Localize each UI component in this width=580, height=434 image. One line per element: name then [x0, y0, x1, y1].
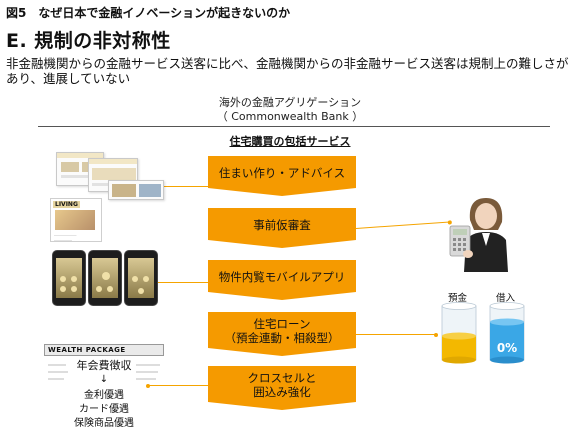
step-label: 住まい作り・アドバイス [218, 166, 346, 180]
connector-package [146, 383, 208, 388]
wealth-package-header: WEALTH PACKAGE [44, 344, 164, 356]
chevron-shape [208, 312, 356, 356]
chevron-shape [208, 260, 356, 300]
chevron-shape [208, 208, 356, 248]
figure-title: 図5 なぜ日本で金融イノベーションが起きないのか [6, 6, 291, 20]
benefit-item: 保険商品優遇 [74, 418, 134, 429]
loan-value: 0% [497, 341, 517, 355]
mobile-app-screenshots [52, 250, 164, 306]
phone-image [88, 250, 122, 306]
step-mortgage: 住宅ローン （預金連動・相殺型） [208, 312, 356, 356]
living-label: LIVING [53, 201, 80, 208]
banker-with-calculator-image [448, 190, 520, 272]
chevron-shape [208, 366, 356, 410]
step-label: クロスセルと 囲込み強化 [247, 371, 317, 399]
section-title: E. 規制の非対称性 [6, 30, 171, 52]
divider [38, 126, 550, 127]
step-label: 物件内覧モバイルアプリ [218, 270, 346, 284]
annual-fee: 年会費徴収 [76, 359, 132, 372]
loan-label: 借入 [496, 293, 516, 304]
deposit-label: 預金 [448, 293, 468, 304]
caption: 海外の金融アグリゲーション （ Commonwealth Bank ） [180, 96, 400, 124]
step-label: 事前仮審査 [253, 218, 311, 232]
deposit-cylinder [441, 302, 477, 364]
living-magazine-thumbnail: LIVING ＿＿＿＿＿＿＿＿＿ [50, 198, 102, 242]
step-pre-screening: 事前仮審査 [208, 208, 356, 248]
wealth-package-lines [44, 358, 164, 388]
wealth-package: WEALTH PACKAGE 年会費徴収 ↓ 金利優遇 カード優遇 保険商品優遇 [44, 344, 164, 430]
caption-line-1: 海外の金融アグリゲーション [218, 96, 362, 109]
step-mobile-app: 物件内覧モバイルアプリ [208, 260, 356, 300]
phone-image [124, 250, 158, 306]
connector-mortgage [356, 332, 438, 337]
loan-cylinder [489, 302, 525, 364]
services-title: 住宅購買の包括サービス [229, 135, 351, 148]
deposit-loan-gauge: 0% [434, 300, 534, 366]
step-cross-sell: クロスセルと 囲込み強化 [208, 366, 356, 410]
down-arrow: ↓ [99, 374, 109, 385]
benefit-item: カード優遇 [79, 404, 129, 415]
phone-image [52, 250, 86, 306]
website-screenshots: LIVING ＿＿＿＿＿＿＿＿＿ [50, 152, 170, 242]
description: 非金融機関からの金融サービス送客に比べ、金融機関からの非金融サービス送客は規制上… [6, 56, 569, 86]
chevron-shape [208, 156, 356, 196]
caption-line-2: （ Commonwealth Bank ） [216, 110, 364, 123]
website-thumbnail [108, 180, 164, 200]
step-advice: 住まい作り・アドバイス [208, 156, 356, 196]
step-label: 住宅ローン （預金連動・相殺型） [224, 317, 340, 345]
benefit-item: 金利優遇 [84, 390, 124, 401]
connector-screening [355, 221, 450, 229]
